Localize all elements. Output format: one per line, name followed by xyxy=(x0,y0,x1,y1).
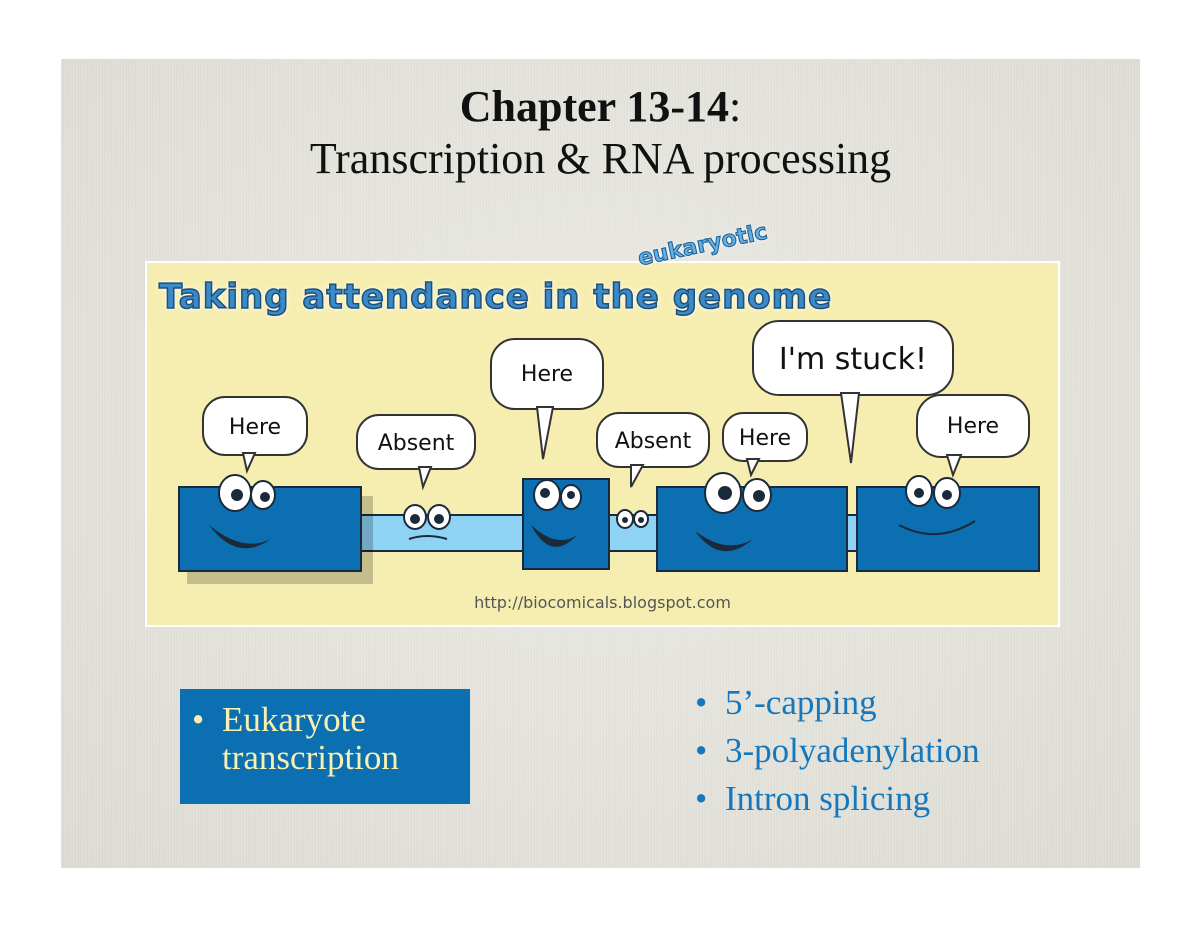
bullet: • xyxy=(695,779,708,818)
comic-url: http://biocomicals.blogspot.com xyxy=(474,593,731,612)
box-line-2: transcription xyxy=(222,738,399,777)
slide-title: Chapter 13-14: Transcription & RNA proce… xyxy=(61,81,1140,185)
face-mouths xyxy=(209,520,976,552)
exon-block-3 xyxy=(656,486,848,572)
bubble-text-5: Here xyxy=(739,426,791,451)
bullet: • xyxy=(695,731,708,770)
bubble-text-6: I'm stuck! xyxy=(779,342,927,377)
bubble-text-3: Here xyxy=(521,362,573,387)
bullet: • xyxy=(192,700,205,739)
title-chapter: Chapter 13-14 xyxy=(459,82,730,131)
list-item-text: 3-polyadenylation xyxy=(725,731,980,770)
comic-heading: Taking attendance in the genome xyxy=(158,276,833,318)
box-line-1: Eukaryote xyxy=(222,700,366,739)
rna-processing-list: • 5’-capping • 3-polyadenylation • Intron s… xyxy=(695,679,980,823)
comic-image: Here Absent Here Absent Here I'm stuck! … xyxy=(145,261,1060,627)
bubble-text-7: Here xyxy=(947,414,999,439)
bullet: • xyxy=(695,683,708,722)
title-subtitle: Transcription & RNA processing xyxy=(309,134,892,183)
speech-bubbles xyxy=(202,320,1030,491)
comic-illustration: Here Absent Here Absent Here I'm stuck! … xyxy=(178,320,1040,584)
list-item: • 3-polyadenylation xyxy=(695,727,980,775)
face-pupils xyxy=(231,486,952,524)
list-item-text: 5’-capping xyxy=(725,683,877,722)
title-colon: : xyxy=(729,82,742,131)
eukaryote-transcription-box: • Eukaryote transcription xyxy=(180,689,470,804)
list-item-text: Intron splicing xyxy=(725,779,931,818)
face-eyes xyxy=(218,472,961,530)
bubble-text-1: Here xyxy=(229,415,281,440)
bubble-text-4: Absent xyxy=(615,429,692,454)
list-item: • 5’-capping xyxy=(695,679,980,727)
bubble-texts: Here Absent Here Absent Here I'm stuck! … xyxy=(229,342,999,456)
list-item: • Intron splicing xyxy=(695,775,980,823)
bubble-text-2: Absent xyxy=(378,431,455,456)
slide: Chapter 13-14: Transcription & RNA proce… xyxy=(61,59,1140,868)
